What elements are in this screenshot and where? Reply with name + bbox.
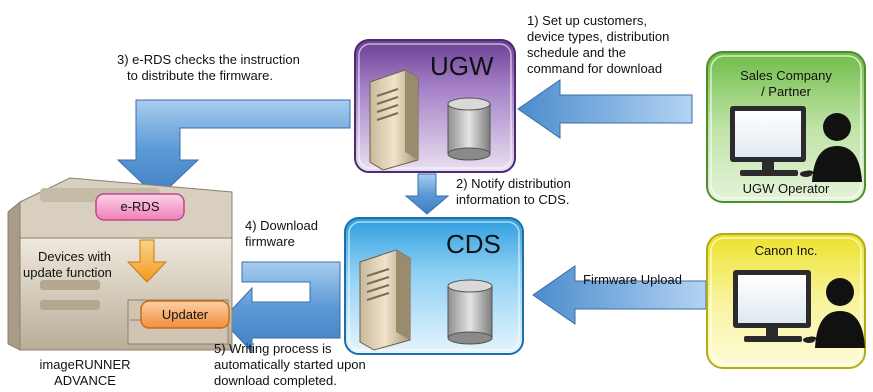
cds-database-icon <box>447 279 493 345</box>
ugw-server-icon <box>369 69 419 171</box>
arrow-step2 <box>404 173 450 215</box>
sales-title-line1: Sales Company <box>740 68 832 83</box>
updater-pill <box>140 300 230 329</box>
cds-server-icon <box>359 249 411 351</box>
arrow-step3 <box>116 99 351 199</box>
ugw-label: UGW <box>430 51 494 81</box>
devices-line1: Devices with <box>38 249 111 264</box>
step4-line1: 4) Download <box>245 218 318 233</box>
step1-line4: command for download <box>527 61 663 76</box>
erds-label: e-RDS <box>120 199 160 214</box>
sales-operator-label: UGW Operator <box>742 181 830 196</box>
sales-computer-icon <box>730 106 806 176</box>
canon-computer-icon <box>733 270 811 342</box>
step5-line1: 5) Writing process is <box>214 341 332 356</box>
cds-label: CDS <box>446 229 501 259</box>
canon-operator-icon <box>803 278 865 348</box>
step1-line3: schedule and the <box>527 45 627 60</box>
arrow-step1 <box>517 79 693 139</box>
sales-operator-icon <box>800 113 862 182</box>
step2-line2: information to CDS. <box>456 192 570 207</box>
ugw-database-icon <box>447 97 491 161</box>
device-internal-arrow <box>126 239 168 283</box>
erds-pill <box>95 193 185 221</box>
sales-title-line2: / Partner <box>761 84 811 99</box>
step5-line3: download completed. <box>214 373 337 388</box>
step1-line2: device types, distribution <box>527 29 670 44</box>
arrow-firmware-upload <box>532 265 707 325</box>
step3-line2: to distribute the firmware. <box>127 68 273 83</box>
step3-line1: 3) e-RDS checks the instruction <box>117 52 300 67</box>
printer-name-line2: ADVANCE <box>54 373 116 388</box>
arrow-step4-5 <box>221 261 341 354</box>
printer-name-line1: imageRUNNER <box>39 357 131 372</box>
step2-line1: 2) Notify distribution <box>456 176 571 191</box>
devices-line2: update function <box>23 265 112 280</box>
step5-line2: automatically started upon <box>214 357 366 372</box>
step4-line2: firmware <box>245 234 295 249</box>
canon-title: Canon Inc. <box>754 243 818 258</box>
updater-label: Updater <box>161 307 209 322</box>
step1-line1: 1) Set up customers, <box>527 13 647 28</box>
firmware-upload-label: Firmware Upload <box>583 272 682 287</box>
